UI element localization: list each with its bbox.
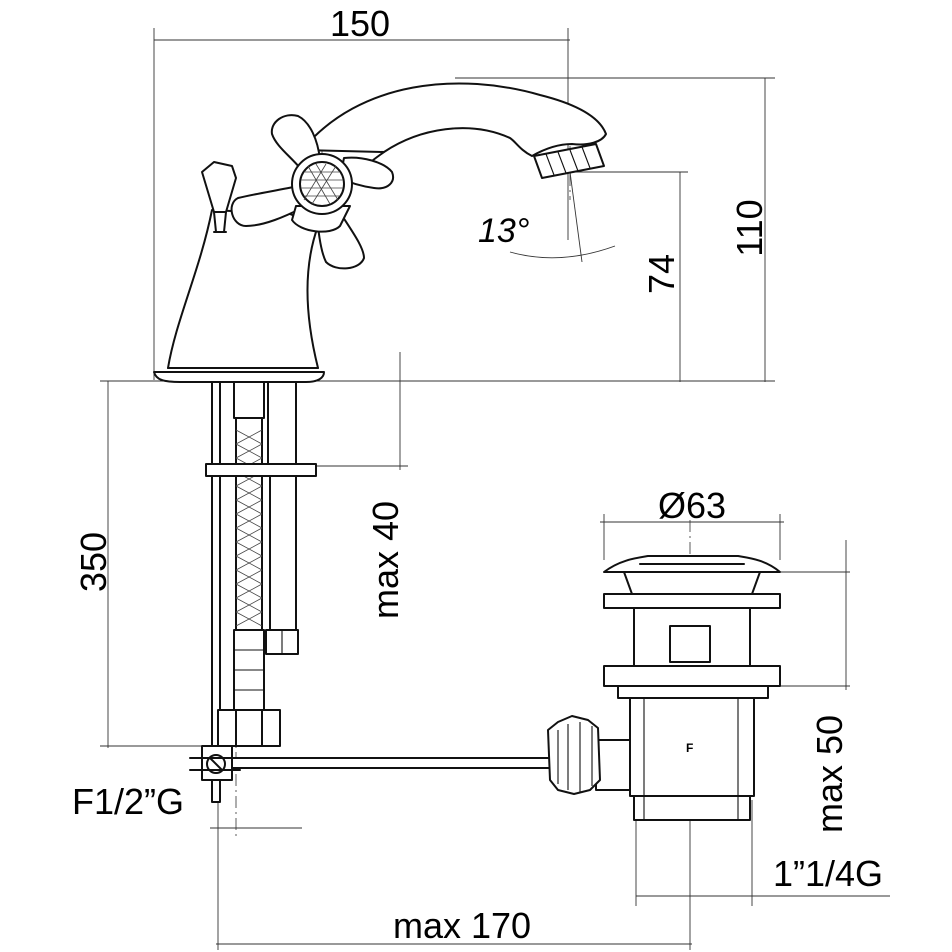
below-deck-assembly	[189, 381, 559, 803]
dim-hose-length: 350	[73, 532, 114, 592]
dim-waste-diameter: Ø63	[658, 485, 726, 526]
dim-waste-height: max 50	[809, 715, 850, 833]
dim-spout-height: 74	[641, 254, 682, 294]
dim-rod-length: max 170	[393, 905, 531, 946]
dim-spout-angle: 13°	[478, 212, 529, 250]
pop-up-waste: F	[547, 555, 781, 821]
dim-deck-thickness: max 40	[365, 501, 406, 619]
dim-supply-thread: F1/2”G	[72, 781, 184, 822]
waste-letter-mark: F	[686, 741, 693, 755]
tap-body	[153, 82, 607, 383]
dim-height-total: 110	[729, 199, 770, 256]
dim-waste-thread: 1”1/4G	[773, 853, 883, 894]
cross-handle	[230, 114, 394, 270]
dim-width-top: 150	[330, 3, 390, 44]
